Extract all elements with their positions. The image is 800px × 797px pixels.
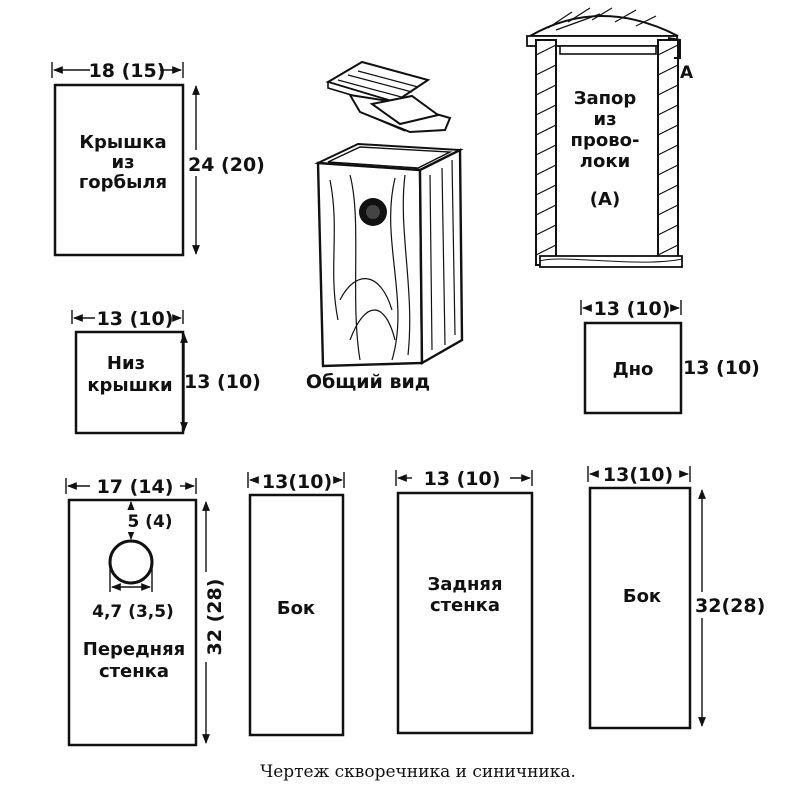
side-right-width-label: 13(10) bbox=[603, 464, 673, 486]
lid-underside-height-label: 13 (10) bbox=[184, 371, 261, 393]
bottom-height-label: 13 (10) bbox=[683, 357, 760, 379]
lid-underside-width-label: 13 (10) bbox=[97, 308, 174, 330]
side-right-text: Бок bbox=[623, 586, 661, 607]
latch-view-illustration: А Запор из прово- локи (А) bbox=[526, 7, 694, 268]
bottom-text: Дно bbox=[613, 359, 654, 380]
bottom-panel bbox=[583, 321, 683, 415]
front-wall-part: 17 (14) 5 (4) 4,7 (3,5) Передняя стенка … bbox=[65, 476, 227, 747]
lid-height-label: 24 (20) bbox=[188, 154, 265, 176]
latch-ref-label: (А) bbox=[590, 189, 620, 210]
side-right-panel bbox=[588, 486, 692, 730]
general-view-label: Общий вид bbox=[306, 371, 430, 393]
bottom-part: 13 (10) Дно 13 (10) bbox=[580, 298, 760, 415]
general-view-illustration: Общий вид bbox=[306, 60, 464, 393]
lid-panel bbox=[53, 83, 185, 257]
front-wall-width-label: 17 (14) bbox=[97, 476, 174, 498]
latch-text-line-1: Запор bbox=[574, 88, 637, 109]
latch-text-line-4: локи bbox=[580, 151, 630, 172]
latch-text-line-2: из bbox=[593, 109, 616, 130]
side-right-part: 13(10) Бок 32(28) bbox=[587, 464, 775, 730]
side-left-text: Бок bbox=[277, 598, 315, 619]
hole-offset-label: 5 (4) bbox=[127, 512, 172, 532]
lid-underside-text-line-1: Низ bbox=[107, 353, 145, 374]
side-right-height-label: 32(28) bbox=[695, 595, 765, 617]
lid-text-line-2: из bbox=[111, 152, 134, 173]
figure-caption: Чертеж скворечника и синичника. bbox=[260, 762, 576, 782]
lid-text-line-1: Крышка bbox=[79, 132, 166, 153]
lid-part: 18 (15) 24 (20) Крышка из горбыля bbox=[51, 60, 278, 257]
back-wall-text-line-2: стенка bbox=[430, 595, 500, 616]
hole-diameter-label: 4,7 (3,5) bbox=[92, 602, 174, 622]
lid-text-line-3: горбыля bbox=[79, 172, 167, 193]
side-left-panel bbox=[248, 493, 345, 737]
front-wall-height-label: 32 (28) bbox=[204, 579, 226, 656]
front-wall-text-line-2: стенка bbox=[99, 661, 169, 682]
lid-underside-panel bbox=[74, 330, 185, 435]
side-left-part: 13(10) Бок bbox=[247, 471, 345, 737]
front-wall-panel bbox=[67, 498, 198, 747]
back-wall-text-line-1: Задняя bbox=[427, 574, 502, 595]
front-wall-text-line-1: Передняя bbox=[83, 639, 185, 660]
lid-underside-text-line-2: крышки bbox=[87, 375, 172, 396]
back-wall-part: 13 (10) Задняя стенка bbox=[395, 468, 534, 735]
bottom-width-label: 13 (10) bbox=[594, 298, 671, 320]
latch-text-line-3: прово- bbox=[571, 130, 640, 151]
lid-width-label: 18 (15) bbox=[89, 60, 166, 82]
side-left-width-label: 13(10) bbox=[262, 471, 332, 493]
latch-marker: А bbox=[680, 63, 694, 83]
lid-underside-part: 13 (10) 13 (10) Низ крышки bbox=[71, 308, 266, 435]
back-wall-width-label: 13 (10) bbox=[424, 468, 501, 490]
entrance-hole bbox=[108, 539, 154, 585]
back-wall-panel bbox=[396, 491, 534, 735]
